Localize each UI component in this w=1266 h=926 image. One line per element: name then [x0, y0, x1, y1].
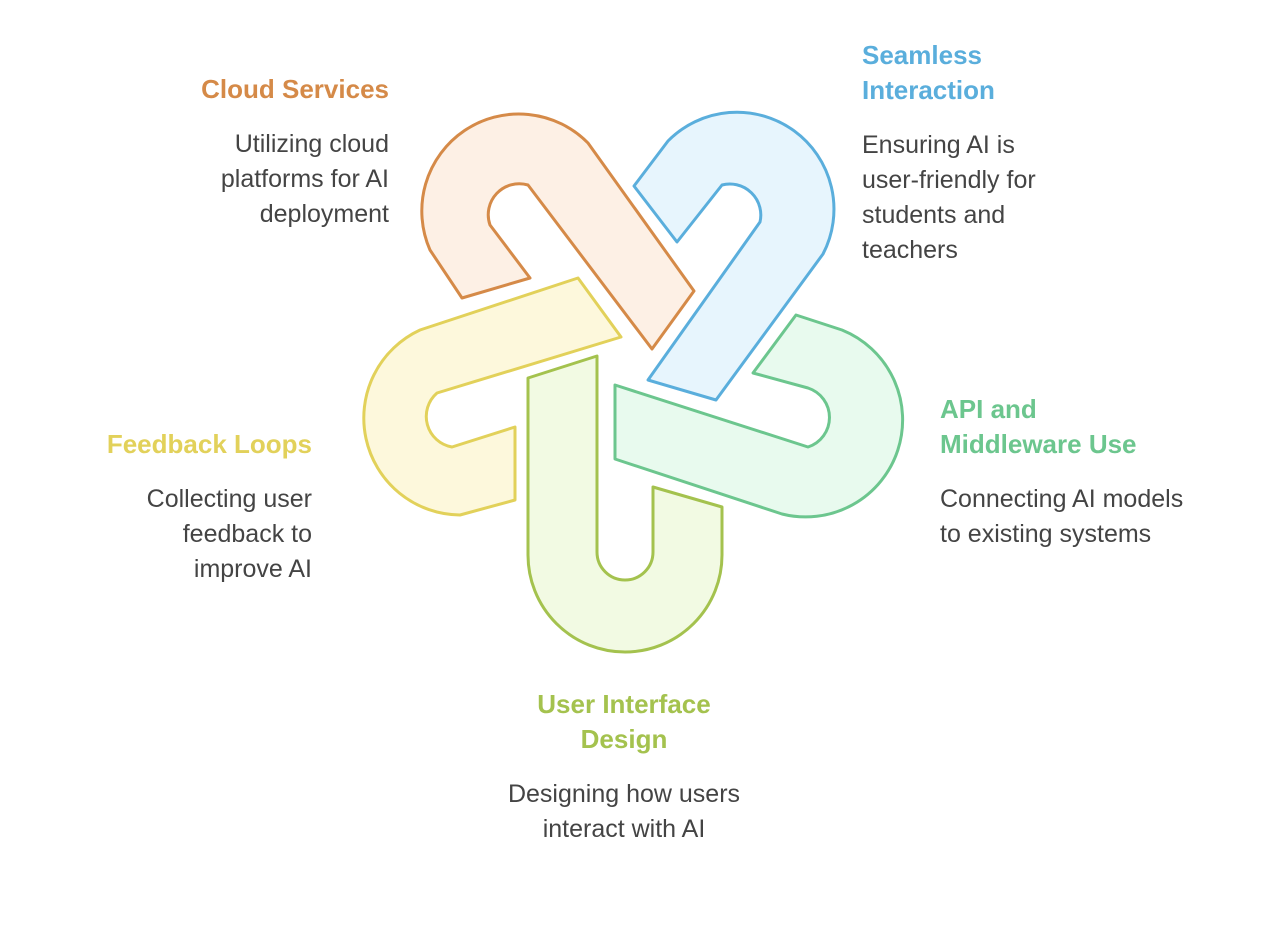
api-middleware-title: API and Middleware Use: [940, 394, 1137, 459]
user-interface-loop: [526, 354, 724, 654]
user-interface-description: Designing how users interact with AI: [507, 780, 741, 843]
cloud-services-description: Utilizing cloud platforms for AI deploym…: [220, 130, 389, 228]
api-middleware-loop: [613, 313, 905, 519]
seamless-interaction-block: Seamless Interaction Ensuring AI is user…: [862, 38, 1092, 268]
feedback-loop: [362, 276, 623, 517]
cloud-services-title: Cloud Services: [201, 74, 389, 104]
api-middleware-description: Connecting AI models to existing systems: [940, 485, 1184, 548]
api-middleware-block: API and Middleware Use Connecting AI mod…: [940, 392, 1230, 552]
cloud-services-loop: [420, 112, 696, 351]
user-interface-block: User Interface Design Designing how user…: [494, 687, 754, 847]
feedback-loops-block: Feedback Loops Collecting user feedback …: [52, 427, 312, 587]
seamless-interaction-title: Seamless Interaction: [862, 40, 995, 105]
feedback-loops-description: Collecting user feedback to improve AI: [146, 485, 312, 583]
seamless-interaction-loop: [632, 110, 836, 402]
feedback-loops-title: Feedback Loops: [106, 429, 312, 459]
cloud-services-block: Cloud Services Utilizing cloud platforms…: [69, 72, 389, 232]
seamless-interaction-description: Ensuring AI is user-friendly for student…: [862, 131, 1036, 264]
user-interface-title: User Interface Design: [537, 689, 711, 754]
